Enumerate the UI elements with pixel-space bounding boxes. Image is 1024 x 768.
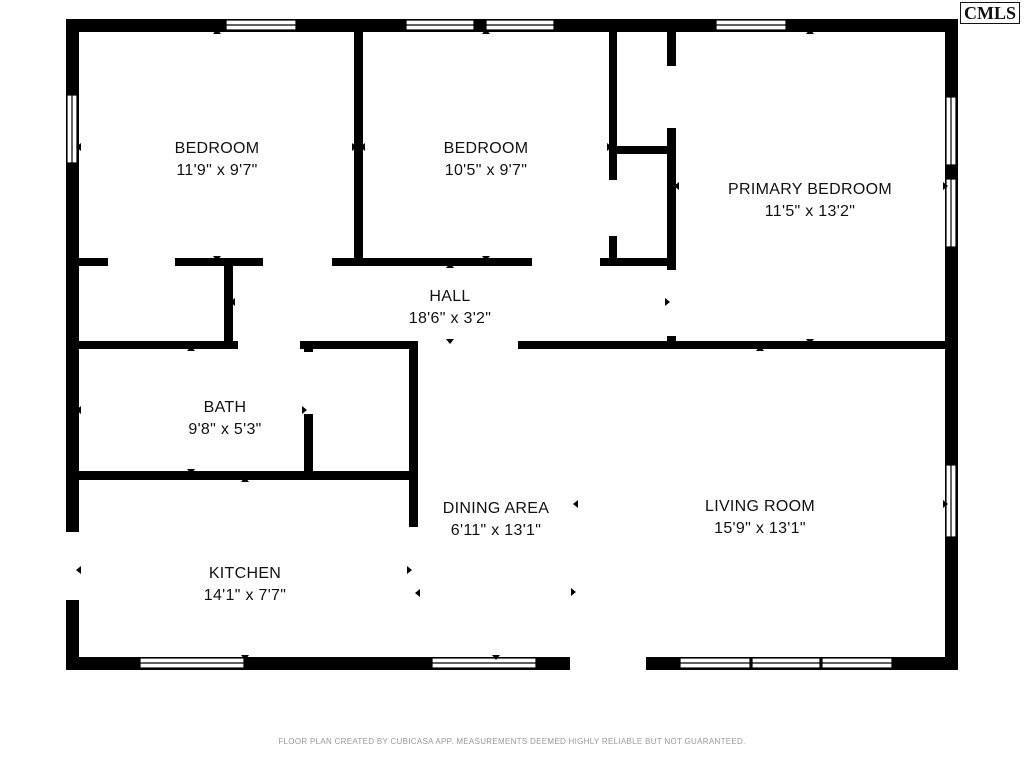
windows xyxy=(66,19,957,669)
room-name: DINING AREA xyxy=(442,500,550,517)
room-size: 11'9" x 9'7" xyxy=(176,162,258,179)
marker xyxy=(482,256,490,261)
marker xyxy=(806,29,814,34)
room-size: 11'5" x 13'2" xyxy=(764,203,856,220)
wall-bed1-bed2 xyxy=(354,32,363,264)
marker xyxy=(241,655,249,660)
room-name: HALL xyxy=(429,288,471,305)
room-name: BATH xyxy=(203,399,247,416)
room-size: 18'6" x 3'2" xyxy=(408,310,492,327)
wall-bath-bottom xyxy=(79,471,418,480)
marker xyxy=(213,29,221,34)
room-label-bedroom-2: BEDROOM 10'5" x 9'7" xyxy=(444,138,529,182)
marker xyxy=(943,500,948,508)
marker xyxy=(482,29,490,34)
door-gap-bath-closet xyxy=(304,352,313,414)
marker xyxy=(446,339,454,344)
marker xyxy=(573,500,578,508)
door-gap-kitchen-exterior xyxy=(66,532,79,600)
door-gap-bed1 xyxy=(108,258,175,266)
marker xyxy=(571,588,576,596)
room-name: BEDROOM xyxy=(174,140,260,157)
room-name: LIVING ROOM xyxy=(705,498,815,515)
door-gap-front xyxy=(570,657,646,670)
marker xyxy=(360,143,365,151)
marker xyxy=(674,182,679,190)
door-gap-bath xyxy=(238,341,300,349)
room-label-hall: HALL 18'6" x 3'2" xyxy=(409,286,491,330)
room-size: 15'9" x 13'1" xyxy=(714,520,806,537)
cmls-logo: CMLS xyxy=(959,2,1020,24)
wall-closet-mid xyxy=(617,146,671,154)
room-size: 14'1" x 7'7" xyxy=(203,587,287,604)
room-size: 9'8" x 5'3" xyxy=(188,421,262,438)
door-gap-closet-a xyxy=(609,180,617,236)
wall-primary-left xyxy=(667,32,676,348)
marker xyxy=(492,655,500,660)
wall-closet-left xyxy=(609,32,617,264)
marker xyxy=(302,406,307,414)
marker xyxy=(187,469,195,474)
room-label-living-room: LIVING ROOM 15'9" x 13'1" xyxy=(705,496,815,540)
door-gap-bed2 xyxy=(263,258,332,266)
room-label-dining-area: DINING AREA 6'11" x 13'1" xyxy=(443,498,549,542)
door-gap-primary xyxy=(667,270,676,336)
room-size: 6'11" x 13'1" xyxy=(450,522,542,539)
door-gap-hall-closet xyxy=(532,258,600,266)
room-size: 10'5" x 9'7" xyxy=(444,162,528,179)
marker xyxy=(943,182,948,190)
wall-hall-stub xyxy=(224,266,233,348)
room-label-primary-bedroom: PRIMARY BEDROOM 11'5" x 13'2" xyxy=(728,179,892,223)
marker xyxy=(756,346,764,351)
room-name: BEDROOM xyxy=(443,140,529,157)
marker xyxy=(76,406,81,414)
wall-hall-top xyxy=(79,258,676,266)
marker xyxy=(241,477,249,482)
marker xyxy=(352,143,357,151)
marker xyxy=(446,263,454,268)
room-label-kitchen: KITCHEN 14'1" x 7'7" xyxy=(204,563,286,607)
marker xyxy=(213,256,221,261)
room-label-bedroom-1: BEDROOM 11'9" x 9'7" xyxy=(175,138,260,182)
marker xyxy=(665,298,670,306)
marker xyxy=(76,566,81,574)
openings xyxy=(66,66,676,670)
marker xyxy=(407,566,412,574)
room-name: KITCHEN xyxy=(208,565,282,582)
marker xyxy=(76,143,81,151)
exterior-wall-left xyxy=(66,19,79,670)
marker xyxy=(806,339,814,344)
room-name: PRIMARY BEDROOM xyxy=(728,181,892,198)
marker xyxy=(187,346,195,351)
marker xyxy=(230,298,235,306)
disclaimer-note: FLOOR PLAN CREATED BY CUBICASA APP. MEAS… xyxy=(278,737,746,746)
door-gap-closet-b xyxy=(667,66,676,128)
wall-dining-left xyxy=(409,349,418,527)
dimension-markers xyxy=(76,29,948,660)
marker xyxy=(607,143,612,151)
room-label-bath: BATH 9'8" x 5'3" xyxy=(188,397,261,441)
marker xyxy=(415,589,420,597)
door-gap-hall-living xyxy=(418,341,518,349)
